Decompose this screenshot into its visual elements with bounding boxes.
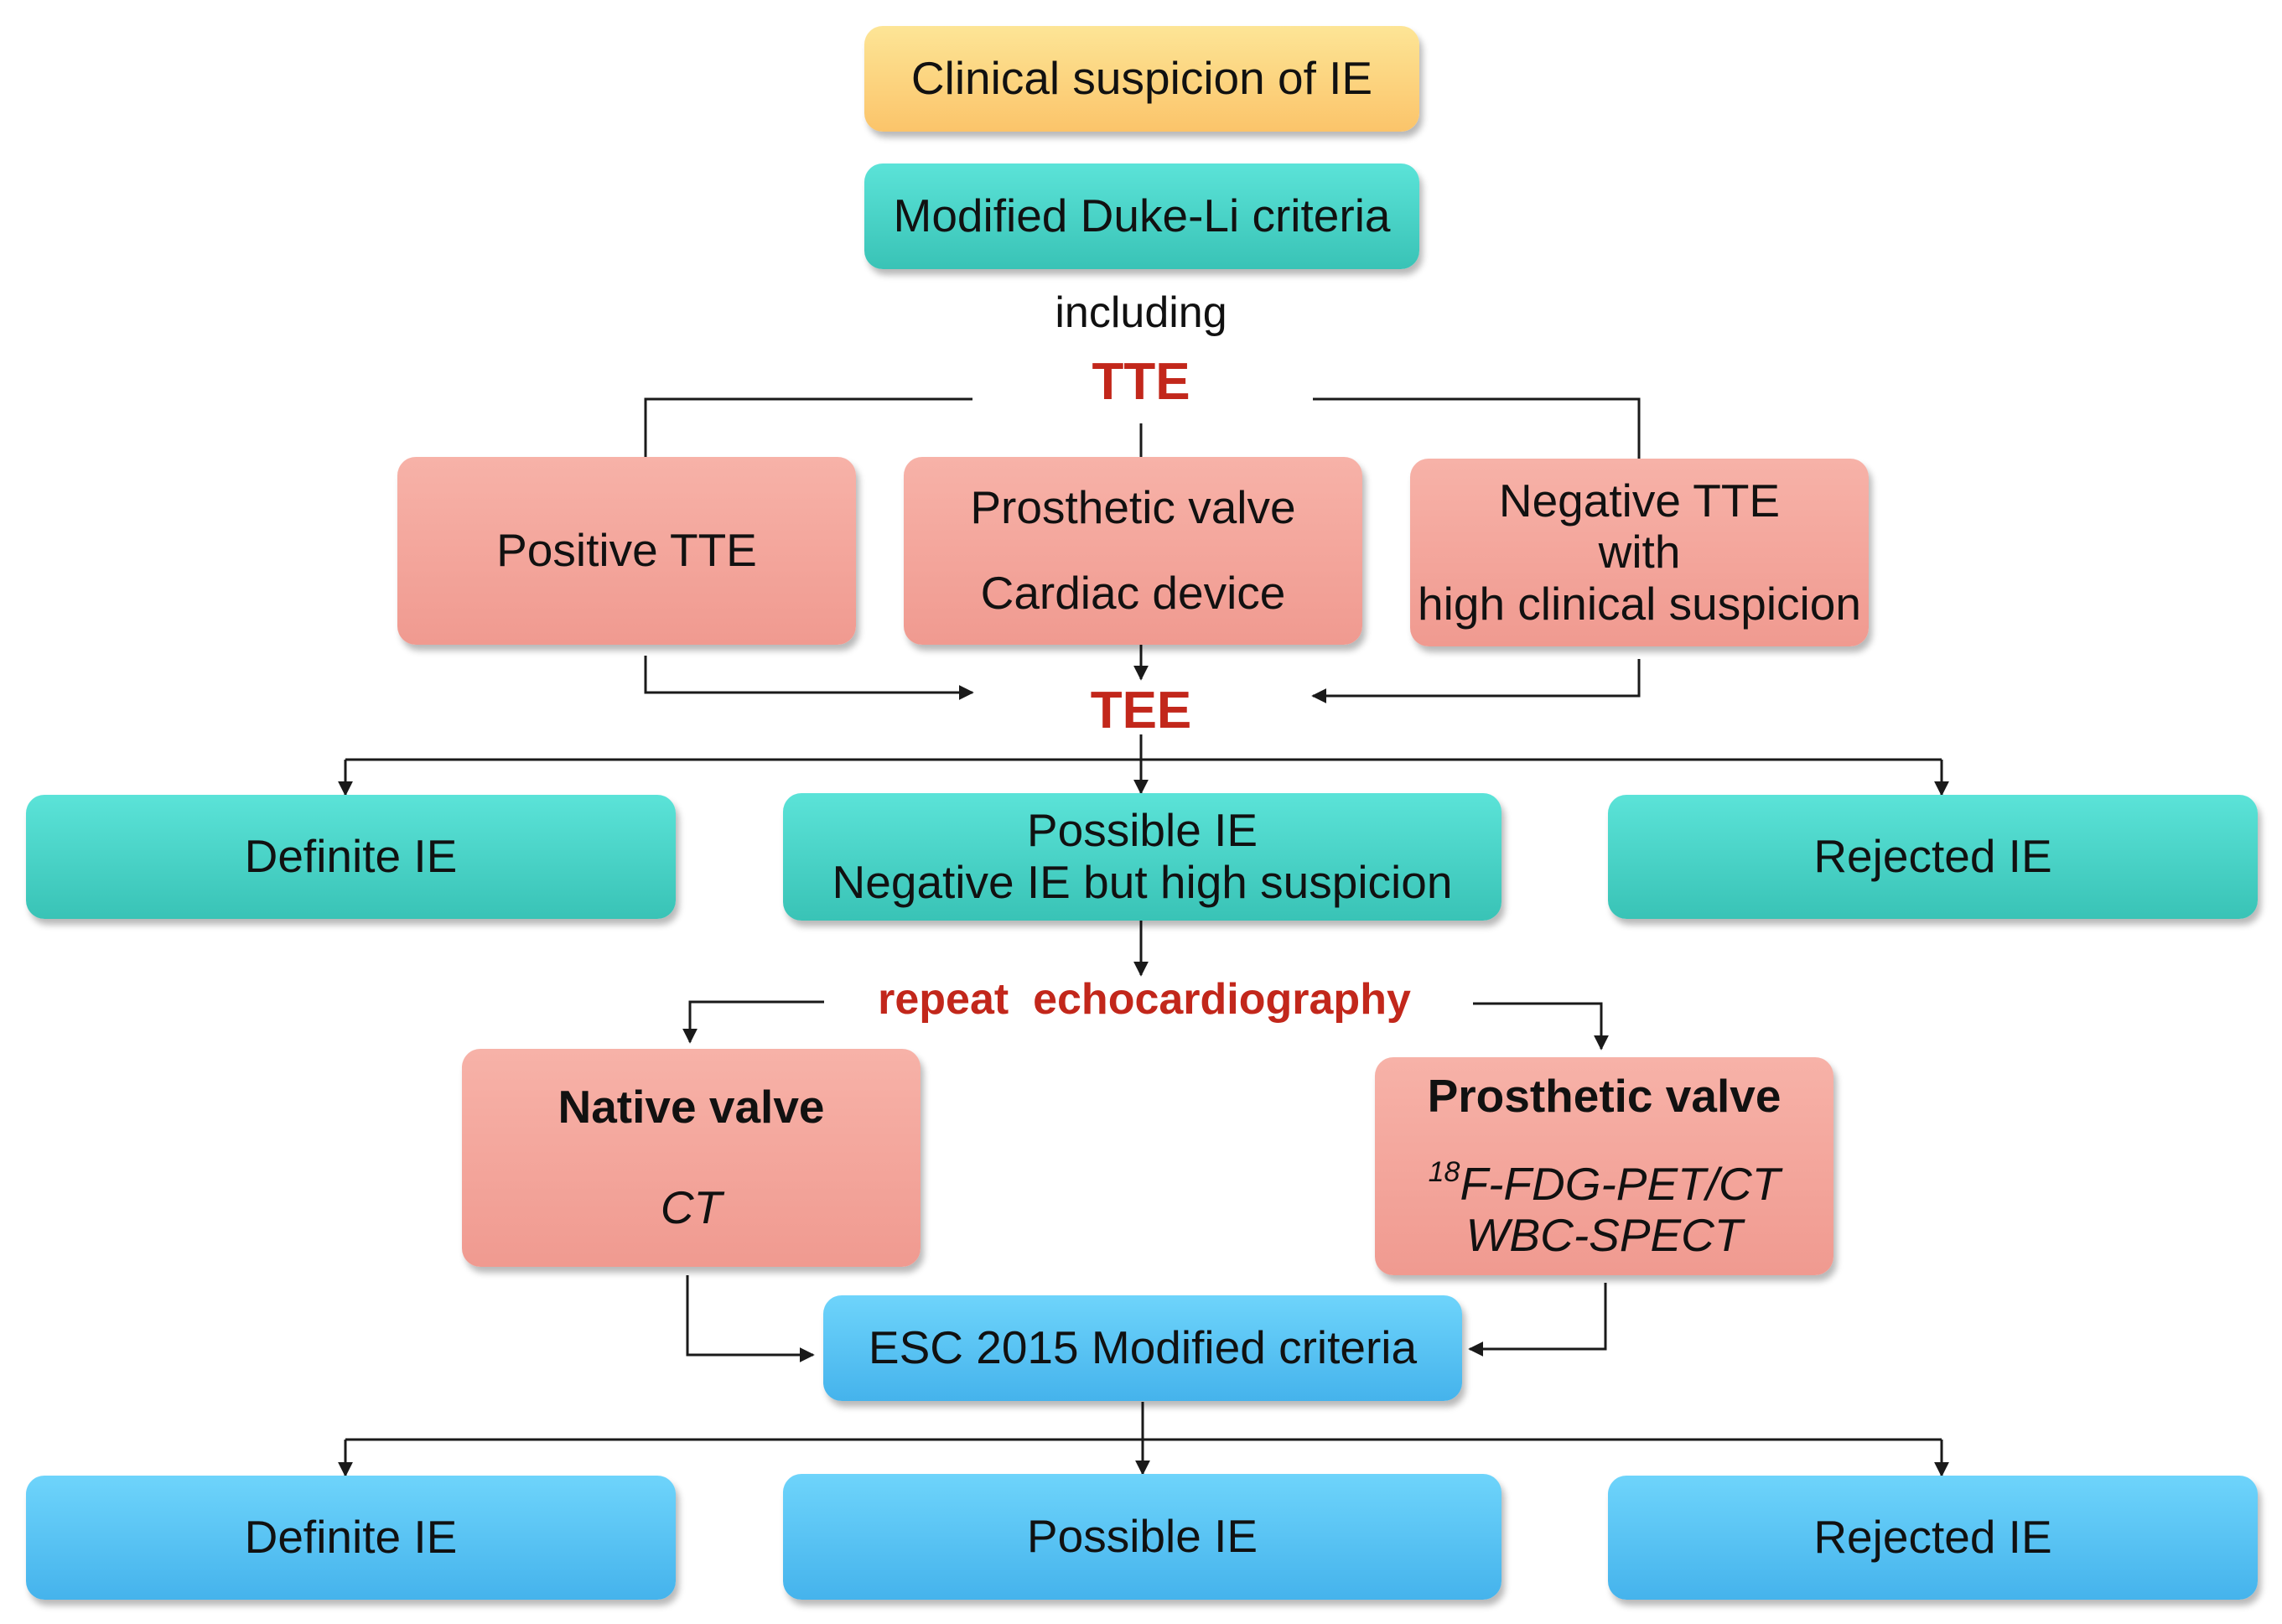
negative-high-suspicion-label: Negative IE but high suspicion	[832, 856, 1453, 908]
native-valve-ct: CT	[660, 1181, 723, 1233]
fdg-pet-ct-label: 18F-FDG-PET/CT	[1429, 1156, 1781, 1211]
tee-label: TEE	[1090, 682, 1192, 739]
repeat-to-native-arrow	[682, 1000, 824, 1044]
repeat-echo-label: repeat echocardiography	[878, 974, 1411, 1025]
fdg-isotope-superscript: 18	[1428, 1155, 1460, 1188]
tte-to-negative-line	[1313, 397, 1641, 459]
rejected-ie-label-2: Rejected IE	[1813, 1511, 2052, 1564]
modified-duke-li-box: Modified Duke-Li criteria	[864, 163, 1419, 269]
definite-ie-label-1: Definite IE	[244, 830, 458, 883]
tte-label: TTE	[1092, 353, 1190, 411]
fdg-pet-ct-text: F-FDG-PET/CT	[1460, 1157, 1781, 1210]
esc-2015-label: ESC 2015 Modified criteria	[868, 1321, 1418, 1374]
negative-tte-line1: Negative TTE	[1498, 474, 1781, 527]
clinical-suspicion-box: Clinical suspicion of IE	[864, 26, 1419, 132]
definite-ie-box-2: Definite IE	[26, 1476, 676, 1600]
negative-tte-line2: with	[1598, 526, 1681, 579]
prosthetic-valve-label: Prosthetic valve	[970, 481, 1296, 534]
negative-to-tee-arrow	[1311, 659, 1641, 703]
prosthetic-to-esc-arrow	[1468, 1283, 1607, 1357]
possible-ie-label-1: Possible IE	[1026, 804, 1258, 857]
possible-ie-box-1: Possible IE Negative IE but high suspici…	[783, 793, 1501, 921]
native-valve-box: Native valve CT	[462, 1049, 921, 1267]
possible-ie-box-2: Possible IE	[783, 1474, 1501, 1600]
native-to-esc-arrow	[686, 1275, 815, 1362]
repeat-to-prosthetic-arrow	[1473, 1002, 1609, 1051]
rejected-ie-label-1: Rejected IE	[1813, 830, 2052, 883]
positive-tte-box: Positive TTE	[397, 457, 856, 645]
rejected-ie-box-1: Rejected IE	[1608, 795, 2258, 919]
echocardiography-word: echocardiography	[1033, 975, 1411, 1024]
including-label: including	[1055, 288, 1227, 337]
positive-to-tee-arrow	[644, 656, 974, 700]
negative-tte-box: Negative TTE with high clinical suspicio…	[1410, 459, 1869, 646]
clinical-suspicion-label: Clinical suspicion of IE	[910, 52, 1373, 105]
modified-duke-li-label: Modified Duke-Li criteria	[893, 189, 1391, 242]
possible-ie-label-2: Possible IE	[1026, 1510, 1258, 1563]
native-valve-title: Native valve	[558, 1081, 825, 1134]
repeat-word: repeat	[878, 975, 1009, 1024]
positive-tte-label: Positive TTE	[496, 524, 757, 577]
prosthetic-valve-title: Prosthetic valve	[1427, 1070, 1782, 1123]
prosthetic-device-box: Prosthetic valve Cardiac device	[904, 457, 1362, 645]
definite-ie-box-1: Definite IE	[26, 795, 676, 919]
esc-2015-box: ESC 2015 Modified criteria	[823, 1295, 1462, 1401]
negative-tte-line3: high clinical suspicion	[1418, 577, 1861, 630]
cardiac-device-label: Cardiac device	[980, 567, 1286, 619]
rejected-ie-box-2: Rejected IE	[1608, 1476, 2258, 1600]
definite-ie-label-2: Definite IE	[244, 1511, 458, 1564]
prosthetic-valve-box: Prosthetic valve 18F-FDG-PET/CT WBC-SPEC…	[1375, 1057, 1833, 1275]
tte-to-positive-line	[644, 397, 972, 457]
wbc-spect-label: WBC-SPECT	[1465, 1209, 1743, 1262]
